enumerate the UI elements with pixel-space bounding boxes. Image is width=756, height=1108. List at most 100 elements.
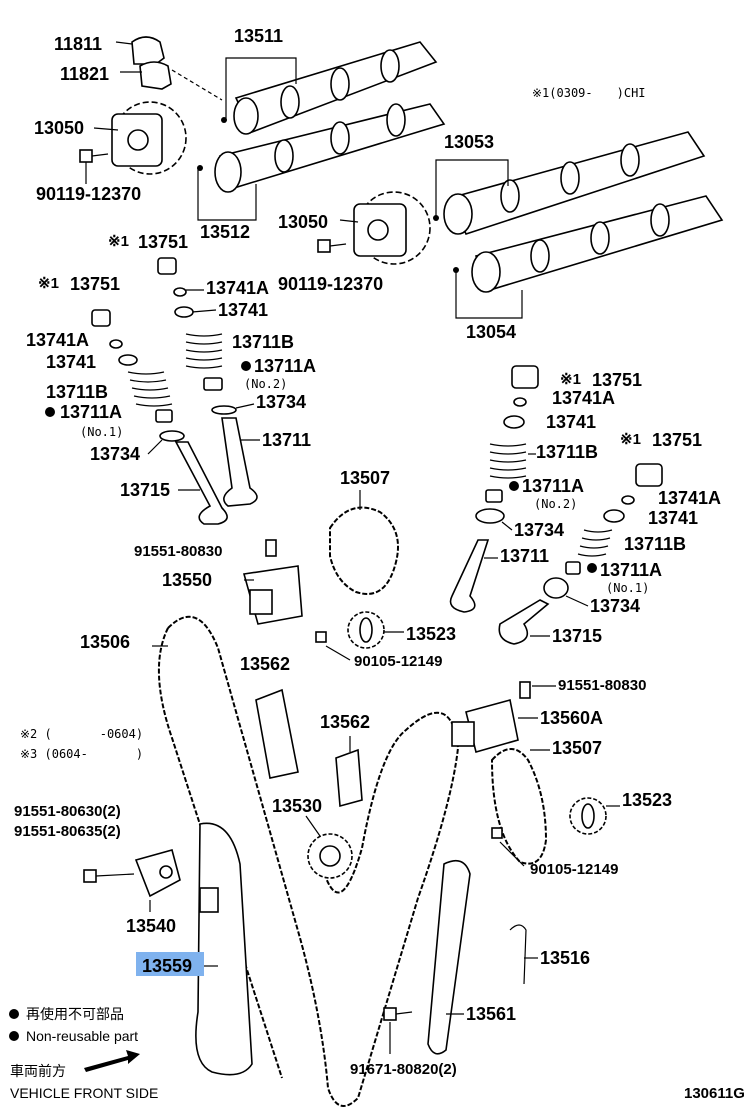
part-13507-b: 13507 (552, 738, 602, 758)
chain-guide-13561 (427, 859, 471, 1055)
oil-jet-13516 (509, 924, 527, 985)
part-13562-a: 13562 (240, 654, 290, 674)
part-91551-80830-a: 91551-80830 (134, 543, 222, 560)
part-13711-a: 13711 (262, 430, 311, 450)
valve-d (498, 599, 550, 645)
figure-id: 130611G (684, 1085, 745, 1102)
cam-chain-left (329, 506, 399, 595)
valve-spring-a (185, 333, 223, 369)
chain-guide-13562-b (335, 748, 363, 808)
part-13711A-d: 13711A (600, 560, 662, 580)
part-13559-highlight (136, 952, 204, 976)
front-label-en: VEHICLE FRONT SIDE (10, 1085, 158, 1101)
part-90105-b: 90105-12149 (530, 861, 618, 878)
part-13741A-d: 13741A (658, 488, 721, 508)
part-13734-d: 13734 (590, 596, 640, 616)
part-13562-b: 13562 (320, 712, 370, 732)
note-x2: ※2 ( -0604) (20, 727, 143, 741)
part-13523-a: 13523 (406, 624, 456, 644)
valve-a (221, 417, 258, 507)
non-reusable-dot-a (241, 361, 251, 371)
legend-en: Non-reusable part (26, 1028, 138, 1044)
part-13741-c: 13741 (546, 412, 596, 432)
front-arrow-icon (84, 1050, 140, 1072)
part-13507-a: 13507 (340, 468, 390, 488)
camshaft-upper-right (433, 131, 706, 235)
part-13523-b: 13523 (622, 790, 672, 810)
legend-jp: 再使用不可部品 (26, 1006, 124, 1022)
part-11821: 11821 (60, 64, 109, 84)
part-13751-b: 13751 (70, 274, 120, 294)
part-13751-d: 13751 (652, 430, 702, 450)
mark-x1-c: ※1 (560, 371, 581, 388)
part-13741-b: 13741 (46, 352, 96, 372)
part-13711-b: 13711 (500, 546, 549, 566)
part-13506: 13506 (80, 632, 130, 652)
part-13734-c: 13734 (514, 520, 564, 540)
camshaft-lower-right (453, 195, 724, 293)
mark-x1-a: ※1 (108, 233, 129, 250)
chain-tensioner-left (242, 565, 303, 625)
part-13711B-c: 13711B (536, 442, 598, 462)
timing-chain-main (157, 615, 460, 1107)
legend-dot-jp (9, 1009, 19, 1019)
part-13561: 13561 (466, 1004, 516, 1024)
shim-a (157, 257, 177, 275)
part-13711B-d: 13711B (624, 534, 686, 554)
non-reusable-dot-d (587, 563, 597, 573)
valve-c (449, 539, 490, 613)
part-90105-a: 90105-12149 (354, 653, 442, 670)
sprocket-right (569, 797, 607, 835)
non-reusable-dot-b (45, 407, 55, 417)
part-13715-b: 13715 (552, 626, 602, 646)
no2-label-a: (No.2) (244, 377, 287, 391)
camshaft-lower-left (197, 103, 446, 193)
part-13540: 13540 (126, 916, 176, 936)
part-90119-right: 90119-12370 (278, 274, 383, 294)
part-13711A-a: 13711A (254, 356, 316, 376)
non-reusable-dot-c (509, 481, 519, 491)
crank-sprocket (307, 833, 353, 879)
part-13560A: 13560A (540, 708, 603, 728)
part-13734-b: 13734 (90, 444, 140, 464)
part-13741A-a: 13741A (206, 278, 269, 298)
chain-guide-13562-a (255, 688, 299, 779)
chain-tensioner-right (451, 699, 519, 753)
valve-spring-b (127, 371, 173, 407)
part-13512: 13512 (200, 222, 250, 242)
valve-spring-c (489, 443, 527, 479)
part-13741A-c: 13741A (552, 388, 615, 408)
legend-dot-en (9, 1031, 19, 1041)
part-13559: 13559 (142, 956, 192, 976)
valve-b (174, 441, 228, 525)
part-13050-left: 13050 (34, 118, 84, 138)
mark-x1-d: ※1 (620, 431, 641, 448)
part-13715-a: 13715 (120, 480, 170, 500)
part-13711B-b: 13711B (46, 382, 108, 402)
vvt-sprocket-right (353, 191, 431, 265)
chain-tensioner-13540 (134, 849, 181, 898)
valve-spring-d (577, 529, 613, 557)
sprocket-left (347, 611, 385, 649)
part-91551-80635: 91551-80635(2) (14, 823, 121, 840)
no1-label-a: (No.1) (80, 425, 123, 439)
no2-label-b: (No.2) (534, 497, 577, 511)
part-13734-a: 13734 (256, 392, 306, 412)
vvt-sprocket-left (111, 101, 187, 175)
note-x3: ※3 (0604- ) (20, 747, 143, 761)
part-13751-c: 13751 (592, 370, 642, 390)
bolt-left (79, 149, 109, 163)
part-13053: 13053 (444, 132, 494, 152)
part-91671: 91671-80820(2) (350, 1061, 457, 1078)
front-label-jp: 車両前方 (10, 1063, 66, 1079)
chain-tensioner-arm-13559 (195, 822, 253, 1076)
part-90119-left: 90119-12370 (36, 184, 141, 204)
part-13751-a: 13751 (138, 232, 188, 252)
part-13741-a: 13741 (218, 300, 268, 320)
camshaft-upper-left (221, 41, 438, 135)
part-91551-80630: 91551-80630(2) (14, 803, 121, 820)
bearing-cap-group (131, 36, 172, 90)
mark-x1-b: ※1 (38, 275, 59, 292)
part-13511: 13511 (234, 26, 283, 46)
